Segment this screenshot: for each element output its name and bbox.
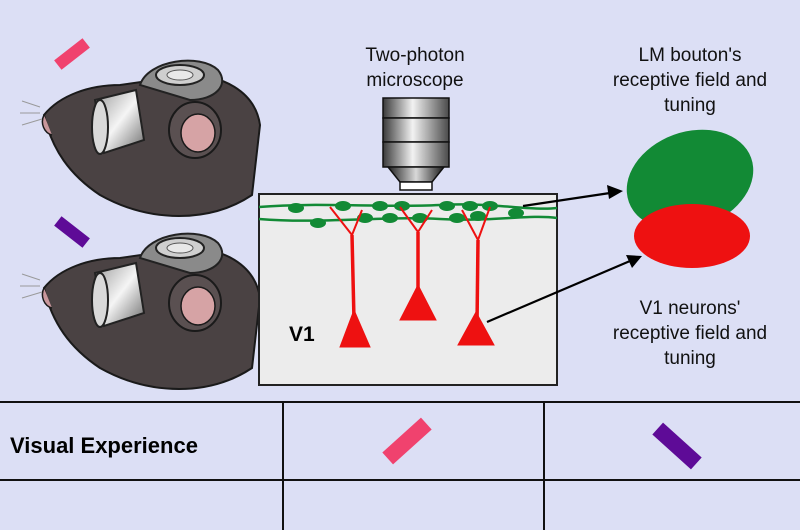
stimulus-bar-icon-purple <box>54 216 90 248</box>
visual-experience-label: Visual Experience <box>10 433 198 458</box>
v1-label: V1 <box>289 323 315 346</box>
lm-bouton-label: LM bouton's receptive field and tuning <box>612 45 768 116</box>
stimulus-bar-icon-table-pink <box>382 417 432 465</box>
arrows <box>486 185 642 324</box>
lm-bouton-receptive-field <box>626 129 754 231</box>
lm-axons <box>258 201 558 228</box>
mouse-head-icon-bottom <box>19 232 261 390</box>
experience-table <box>0 401 800 530</box>
v1-neurons <box>329 206 495 348</box>
stimulus-bar-icon-table-purple <box>652 422 702 470</box>
microscope-label: Two-photon microscope <box>365 45 465 91</box>
mouse-head-icon-top <box>19 59 261 217</box>
cortex-box <box>258 193 558 386</box>
microscope-objective-icon <box>382 97 450 191</box>
v1-neuron-receptive-field <box>634 204 750 268</box>
stimulus-bar-icon-pink <box>54 38 90 70</box>
v1-neurons-label: V1 neurons' receptive field and tuning <box>612 298 768 369</box>
